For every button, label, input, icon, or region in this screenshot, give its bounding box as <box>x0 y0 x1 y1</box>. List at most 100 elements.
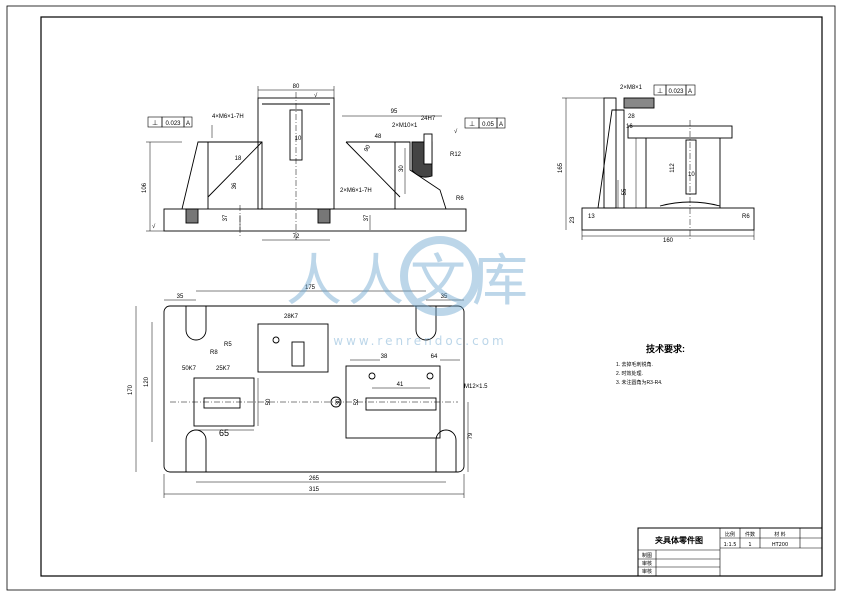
watermark: 人人文库 www.renrendoc.com <box>286 236 534 348</box>
fit-50k7: 50K7 <box>182 366 197 372</box>
top-dim-lines <box>135 290 469 498</box>
dim-165: 165 <box>558 162 564 173</box>
front-dim-lines <box>146 86 442 241</box>
thread-side: 2×M8×1 <box>620 85 643 91</box>
dim-37a: 37 <box>223 214 229 221</box>
dim-16-side: 16 <box>626 124 633 130</box>
dim-r8: R8 <box>210 350 218 356</box>
dim-28: 28 <box>628 114 635 120</box>
front-labels: 80 106 95 48 24H7 72 37 37 10 18 36 R6 R… <box>142 84 464 240</box>
fit-25k7: 25K7 <box>216 366 231 372</box>
thread-left: 4×M6×1-7H <box>212 114 244 120</box>
tb-col-scale: 比例 <box>725 531 735 538</box>
dim-265: 265 <box>309 476 320 482</box>
dim-112: 112 <box>670 163 676 173</box>
dim-106: 106 <box>142 182 148 193</box>
tol-right-symbol: ⊥ <box>469 121 475 128</box>
tech-req-title: 技术要求: <box>646 343 685 354</box>
thread-bottom: 2×M6×1-7H <box>340 188 372 194</box>
title-block-text: 夹具体零件图 比例 件数 材 料 1:1.5 1 HT200 制图 审核 审核 <box>642 531 788 575</box>
tb-row-lead: 审核 <box>642 568 652 575</box>
dim-24h7: 24H7 <box>421 116 436 122</box>
title-block <box>637 527 823 577</box>
dim-64: 64 <box>431 354 438 360</box>
tb-row-check: 审核 <box>642 560 652 567</box>
dim-30-top: 30 <box>336 398 342 405</box>
tol-left-datum: A <box>186 121 190 127</box>
dim-315: 315 <box>309 487 320 493</box>
dim-10-side: 10 <box>688 172 695 178</box>
part-name: 夹具体零件图 <box>655 535 703 545</box>
watermark-text: 人人文库 <box>286 249 534 314</box>
tb-row-drawn: 制图 <box>642 552 652 559</box>
dim-38: 38 <box>381 354 388 360</box>
tol-side-symbol: ⊥ <box>657 88 663 95</box>
dim-36: 36 <box>232 182 238 189</box>
tol-left-symbol: ⊥ <box>152 120 158 127</box>
dim-52: 52 <box>354 398 360 405</box>
top-base-outline <box>163 305 465 473</box>
tech-req-item-1: 1. 去掉毛刺锐角. <box>616 361 653 368</box>
slot-top-left <box>185 306 207 341</box>
dim-79: 79 <box>468 432 474 439</box>
dim-23: 23 <box>570 216 576 223</box>
dim-41: 41 <box>397 382 404 388</box>
tech-req-item-2: 2. 时效处理. <box>616 370 643 377</box>
fit-28k7: 28K7 <box>284 314 299 320</box>
front-tolerance-left: ⊥ 0.023 A <box>147 116 193 128</box>
front-left-support <box>181 141 263 210</box>
thread-m12: M12×1.5 <box>464 384 488 390</box>
dim-35a: 35 <box>177 294 184 300</box>
dim-175: 175 <box>305 285 316 291</box>
tb-scale: 1:1.5 <box>724 542 737 548</box>
side-tolerance: ⊥ 0.023 A <box>653 84 696 96</box>
dim-160: 160 <box>663 238 674 244</box>
dim-13-side: 13 <box>588 214 595 220</box>
top-center-block <box>257 323 329 373</box>
top-view <box>163 305 465 473</box>
dim-120: 120 <box>144 376 150 387</box>
dim-50: 50 <box>266 398 272 405</box>
dim-65: 65 <box>219 428 229 438</box>
side-dim-lines <box>562 97 755 240</box>
dim-170: 170 <box>128 384 134 395</box>
front-tolerance-right: ⊥ 0.05 A <box>464 117 506 129</box>
tb-col-qty: 件数 <box>745 531 755 538</box>
tol-side-datum: A <box>688 89 692 95</box>
side-upright <box>603 97 617 209</box>
dim-95: 95 <box>391 109 398 115</box>
dim-48: 48 <box>375 134 382 140</box>
dim-35b: 35 <box>441 294 448 300</box>
rough-mark-3: √ <box>454 128 458 135</box>
side-labels: 165 160 112 55 23 28 R6 10 13 16 2×M8×1 <box>558 85 750 244</box>
rough-mark-2: √ <box>152 223 156 230</box>
dim-55: 55 <box>622 188 628 195</box>
side-view <box>581 97 755 240</box>
dim-18: 18 <box>235 156 242 162</box>
dim-10: 10 <box>295 136 302 142</box>
tol-side-value: 0.023 <box>668 89 684 95</box>
dim-37b: 37 <box>364 214 370 221</box>
outer-border <box>6 5 836 591</box>
dim-r6-side: R6 <box>742 214 750 220</box>
dim-30: 30 <box>399 165 405 172</box>
tb-qty: 1 <box>748 542 751 548</box>
tech-req-item-3: 3. 未注圆角为R3-R4. <box>616 379 662 386</box>
tb-col-material: 材 料 <box>774 531 786 538</box>
tol-right-datum: A <box>499 122 503 128</box>
top-labels: 315 265 175 170 120 35 35 65 50 38 64 41… <box>128 285 488 493</box>
slot-top-right <box>415 306 437 341</box>
tb-material: HT200 <box>772 542 788 548</box>
front-view <box>163 92 467 240</box>
dim-72: 72 <box>293 234 300 240</box>
dim-90: 90 <box>364 144 373 153</box>
dim-r12: R12 <box>450 152 462 158</box>
tech-requirements: 技术要求: 1. 去掉毛刺锐角. 2. 时效处理. 3. 未注圆角为R3-R4. <box>616 343 685 386</box>
inner-frame <box>40 16 823 577</box>
dim-80: 80 <box>293 84 300 90</box>
side-base <box>581 207 755 231</box>
dim-r6: R6 <box>456 196 464 202</box>
watermark-url: www.renrendoc.com <box>333 334 506 348</box>
front-right-support <box>346 141 447 210</box>
